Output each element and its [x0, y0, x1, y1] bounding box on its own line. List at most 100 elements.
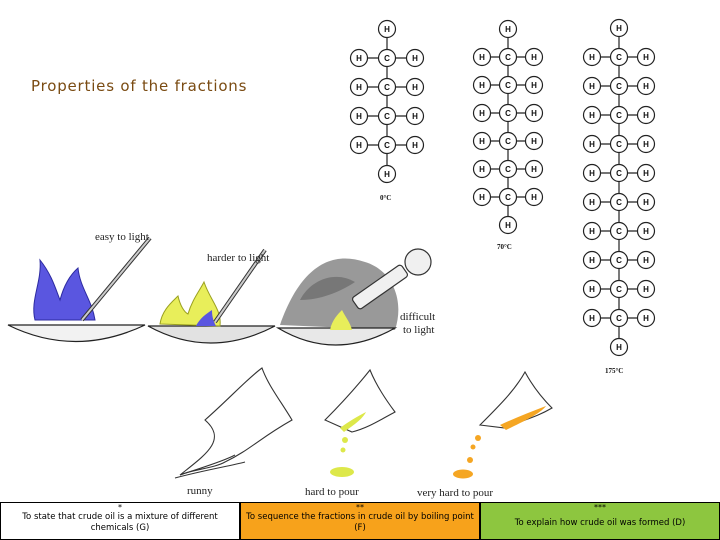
- pour-very-hard: very hard to pour: [417, 370, 553, 499]
- objective-d: *** To explain how crude oil was formed …: [480, 502, 720, 540]
- hydrogen-atom: H: [582, 250, 602, 270]
- difficult-line1: difficult: [400, 311, 435, 323]
- svg-text:H: H: [356, 54, 362, 63]
- carbon-atom: C: [609, 279, 629, 299]
- carbon-atom: C: [609, 105, 629, 125]
- hydrogen-atom: H: [524, 75, 544, 95]
- svg-text:H: H: [589, 53, 595, 62]
- svg-text:H: H: [643, 111, 649, 120]
- svg-text:H: H: [479, 109, 485, 118]
- hydrogen-atom: H: [582, 134, 602, 154]
- svg-text:H: H: [531, 109, 537, 118]
- objectives-bar: * To state that crude oil is a mixture o…: [0, 502, 720, 540]
- svg-text:H: H: [384, 170, 390, 179]
- carbon-atom: C: [377, 77, 397, 97]
- svg-text:H: H: [479, 53, 485, 62]
- svg-text:H: H: [616, 343, 622, 352]
- hydrogen-atom: H: [609, 337, 629, 357]
- hydrogen-atom: H: [405, 48, 425, 68]
- svg-text:H: H: [412, 112, 418, 121]
- carbon-atom: C: [498, 103, 518, 123]
- svg-text:H: H: [505, 25, 511, 34]
- hydrogen-atom: H: [524, 131, 544, 151]
- hydrogen-atom: H: [405, 77, 425, 97]
- boiling-point-label: 0°C: [380, 194, 391, 202]
- svg-text:H: H: [589, 256, 595, 265]
- svg-text:H: H: [356, 141, 362, 150]
- svg-text:H: H: [589, 82, 595, 91]
- svg-text:H: H: [479, 165, 485, 174]
- hydrogen-atom: H: [636, 163, 656, 183]
- hydrogen-atom: H: [636, 105, 656, 125]
- carbon-atom: C: [377, 135, 397, 155]
- svg-text:H: H: [643, 314, 649, 323]
- difficult-to-light-dish: difficult to light: [275, 248, 435, 346]
- svg-text:C: C: [616, 82, 622, 91]
- svg-text:C: C: [616, 227, 622, 236]
- svg-text:H: H: [531, 81, 537, 90]
- svg-text:H: H: [643, 227, 649, 236]
- svg-text:H: H: [589, 314, 595, 323]
- svg-text:C: C: [505, 193, 511, 202]
- svg-text:C: C: [384, 112, 390, 121]
- pour-runny: runny: [174, 367, 293, 497]
- svg-text:H: H: [412, 54, 418, 63]
- hydrogen-atom: H: [377, 164, 397, 184]
- hydrogen-atom: H: [405, 106, 425, 126]
- svg-text:C: C: [616, 140, 622, 149]
- hydrogen-atom: H: [636, 308, 656, 328]
- hydrogen-atom: H: [582, 192, 602, 212]
- carbon-atom: C: [377, 48, 397, 68]
- svg-text:H: H: [531, 165, 537, 174]
- svg-text:C: C: [505, 165, 511, 174]
- easy-to-light-dish: easy to light: [7, 231, 152, 343]
- hydrogen-atom: H: [349, 48, 369, 68]
- smoke-icon: [280, 258, 399, 330]
- hydrogen-atom: H: [636, 250, 656, 270]
- carbon-atom: C: [498, 75, 518, 95]
- easy-to-light-label: easy to light: [95, 231, 149, 243]
- svg-text:H: H: [643, 169, 649, 178]
- hydrogen-atom: H: [636, 279, 656, 299]
- svg-text:H: H: [589, 198, 595, 207]
- hard-to-pour-label: hard to pour: [305, 486, 359, 498]
- hydrogen-atom: H: [582, 308, 602, 328]
- hydrogen-atom: H: [472, 103, 492, 123]
- carbon-atom: C: [609, 250, 629, 270]
- pour-hard: hard to pour: [305, 368, 396, 498]
- svg-text:C: C: [505, 53, 511, 62]
- objective-g-text: To state that crude oil is a mixture of …: [22, 512, 218, 533]
- svg-text:H: H: [412, 141, 418, 150]
- svg-text:H: H: [589, 140, 595, 149]
- hydrogen-atom: H: [636, 192, 656, 212]
- objective-g-stars: *: [118, 503, 122, 512]
- svg-text:H: H: [412, 83, 418, 92]
- objective-f-text: To sequence the fractions in crude oil b…: [246, 512, 474, 533]
- objective-f-stars: **: [356, 503, 364, 512]
- hydrogen-atom: H: [582, 163, 602, 183]
- carbon-atom: C: [609, 192, 629, 212]
- carbon-atom: C: [498, 131, 518, 151]
- hydrogen-atom: H: [636, 134, 656, 154]
- hydrogen-atom: H: [582, 279, 602, 299]
- svg-text:C: C: [616, 53, 622, 62]
- svg-text:C: C: [384, 83, 390, 92]
- svg-text:H: H: [356, 112, 362, 121]
- svg-text:H: H: [643, 140, 649, 149]
- blue-flame-icon: [33, 258, 96, 321]
- carbon-atom: C: [609, 221, 629, 241]
- hydrogen-atom: H: [472, 159, 492, 179]
- hydrogen-atom: H: [405, 135, 425, 155]
- svg-text:C: C: [616, 314, 622, 323]
- hydrogen-atom: H: [636, 76, 656, 96]
- hydrogen-atom: H: [472, 75, 492, 95]
- svg-text:H: H: [643, 285, 649, 294]
- objective-d-stars: ***: [594, 503, 606, 512]
- hydrogen-atom: H: [472, 131, 492, 151]
- carbon-atom: C: [498, 47, 518, 67]
- hydrogen-atom: H: [582, 47, 602, 67]
